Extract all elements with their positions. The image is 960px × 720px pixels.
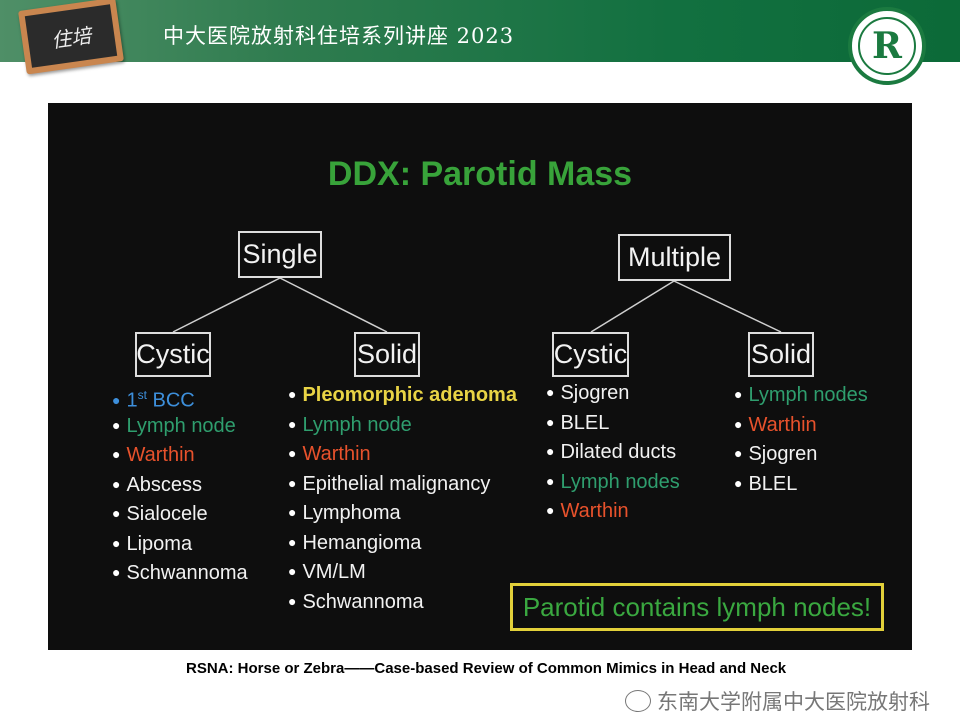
bullet-icon: ●: [112, 564, 121, 580]
list-item: ●Dilated ducts: [546, 441, 677, 463]
list-item: ●Lipoma: [112, 532, 193, 555]
wechat-icon: [625, 690, 651, 712]
multiple-cystic-list: ●Sjogren●BLEL●Dilated ducts●Lymph nodes●…: [546, 378, 680, 526]
list-item: ●Abscess: [112, 473, 203, 496]
bullet-icon: ●: [288, 386, 297, 402]
list-item: ●Lymph node: [288, 413, 412, 436]
list-item: ●Schwannoma: [288, 590, 424, 613]
bullet-icon: ●: [112, 446, 121, 462]
list-item: ●Lymph nodes: [546, 470, 680, 493]
bullet-icon: ●: [546, 413, 555, 430]
bullet-icon: ●: [288, 504, 297, 520]
bullet-icon: ●: [112, 505, 121, 521]
multiple-node: Multiple: [618, 234, 731, 281]
lecture-slide: DDX: Parotid Mass Single Multiple Cystic…: [48, 103, 912, 650]
note-box: Parotid contains lymph nodes!: [510, 583, 884, 631]
list-item: ●Warthin: [288, 443, 371, 465]
bullet-icon: ●: [288, 533, 297, 550]
bullet-icon: ●: [112, 475, 121, 492]
multiple-solid-node: Solid: [748, 332, 814, 377]
single-node: Single: [238, 231, 322, 278]
list-item: ●BLEL: [734, 472, 798, 495]
radiology-department-logo: R: [848, 7, 926, 85]
connector-line: [279, 277, 388, 333]
bullet-icon: ●: [112, 534, 121, 551]
list-item: ●Warthin: [112, 444, 195, 466]
bullet-icon: ●: [546, 472, 555, 489]
tree-connectors: [172, 277, 782, 333]
list-item: ●Warthin: [734, 413, 817, 436]
bullet-icon: ●: [288, 474, 297, 491]
bullet-icon: ●: [734, 445, 743, 461]
bullet-icon: ●: [112, 416, 121, 433]
header-banner: 住培 中大医院放射科住培系列讲座 2023 R: [0, 0, 960, 85]
list-item: ●Pleomorphic adenoma: [288, 384, 517, 406]
banner-title: 中大医院放射科住培系列讲座 2023: [163, 24, 515, 48]
list-item: ●Lymph node: [112, 414, 236, 437]
list-item: ●1st BCC: [112, 388, 195, 412]
chalkboard-logo: 住培: [18, 0, 124, 75]
bullet-icon: ●: [546, 384, 555, 400]
list-item: ●VM/LM: [288, 561, 366, 583]
list-item: ●Lymphoma: [288, 502, 401, 524]
list-item: ●Sjogren: [546, 382, 630, 404]
multiple-solid-list: ●Lymph nodes ●Warthin ●Sjogren ●BLEL: [734, 380, 868, 498]
connector-line: [590, 280, 675, 333]
single-solid-list: ●Pleomorphic adenoma●Lymph node●Warthin●…: [288, 380, 517, 616]
list-item: ●Warthin: [546, 500, 629, 522]
bullet-icon: ●: [734, 474, 743, 491]
bullet-icon: ●: [546, 443, 555, 459]
list-item: ●Sjogren: [734, 443, 818, 465]
list-item: ●Hemangioma: [288, 531, 422, 554]
bullet-icon: ●: [734, 415, 743, 432]
list-item: ●Epithelial malignancy: [288, 472, 491, 495]
list-item: ●Lymph nodes: [734, 384, 868, 406]
bullet-icon: ●: [288, 445, 297, 461]
bullet-icon: ●: [288, 592, 297, 609]
list-item: ●Sialocele: [112, 503, 208, 525]
bullet-icon: ●: [288, 415, 297, 432]
bullet-icon: ●: [546, 502, 555, 518]
list-item: ●Schwannoma: [112, 562, 248, 584]
bullet-icon: ●: [288, 563, 297, 579]
slide-title: DDX: Parotid Mass: [327, 155, 633, 193]
single-cystic-list: ●1st BCC●Lymph node ●Warthin ●Abscess ●Sial…: [112, 381, 248, 588]
connector-line: [172, 277, 281, 333]
single-solid-node: Solid: [354, 332, 420, 377]
multiple-cystic-node: Cystic: [552, 332, 629, 377]
bullet-icon: ●: [734, 386, 743, 402]
list-item: ●BLEL: [546, 411, 610, 434]
watermark: 东南大学附属中大医院放射科: [625, 687, 930, 715]
connector-line: [673, 280, 782, 333]
source-caption: RSNA: Horse or Zebra——Case-based Review …: [186, 660, 787, 677]
bullet-icon: ●: [112, 391, 121, 408]
single-cystic-node: Cystic: [135, 332, 211, 377]
